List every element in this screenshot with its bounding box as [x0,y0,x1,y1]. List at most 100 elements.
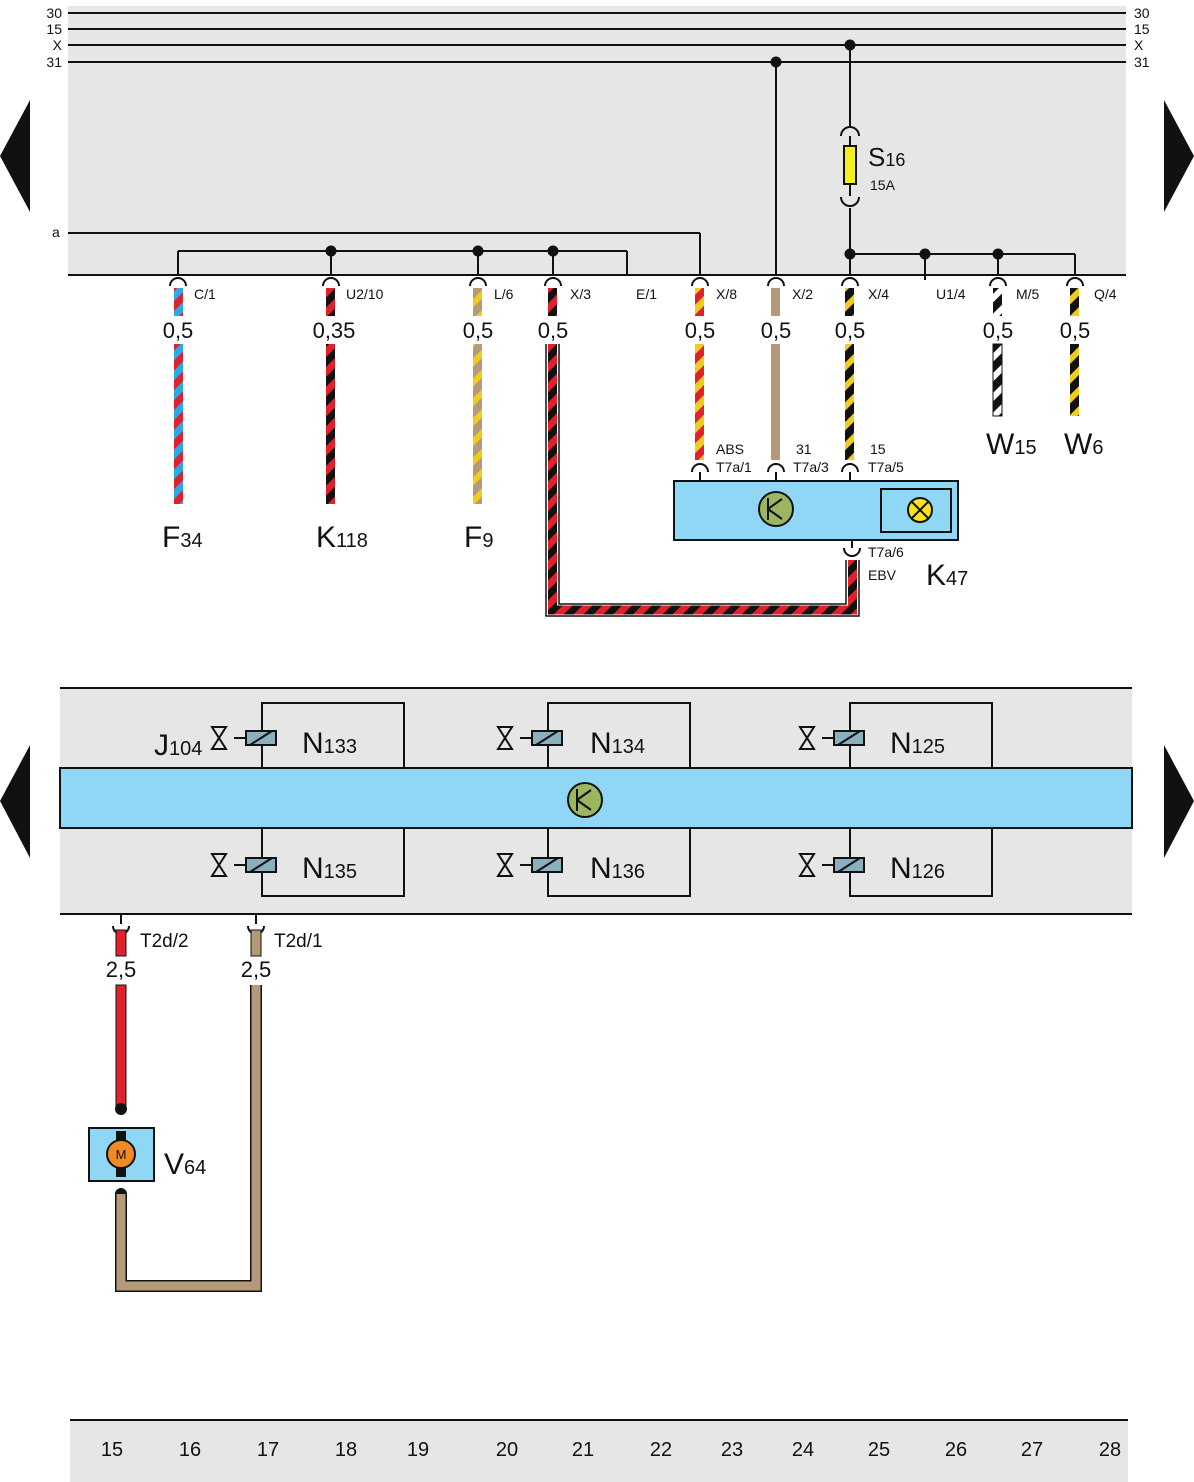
k47-pin3: T7a/3 [793,459,829,475]
track-number-28: 28 [1099,1439,1121,1461]
wire-black-yellow [845,344,854,460]
fuse-s16[interactable]: S16 15A [840,126,905,207]
track-number-22: 22 [650,1439,672,1461]
conn-c1: C/1 [194,286,216,302]
rail-label-x: X [53,37,63,53]
prev-page-arrow-lower-icon[interactable] [0,745,30,858]
component-f34: F34 [162,521,203,554]
gauge-t2d2: 2,5 [106,957,137,982]
line-a-label: a [52,224,60,240]
upper-panel [68,6,1126,276]
wire-brown [771,344,780,460]
track-number-17: 17 [257,1439,279,1461]
k47-pin1-func: ABS [716,441,744,457]
motor-symbol: M [116,1147,127,1162]
gauge-u210: 0,35 [313,318,356,343]
component-k47: K47 [926,559,968,592]
wire-black-white [992,343,1003,417]
svg-text:N135: N135 [302,852,357,885]
valve-n133[interactable]: N133 [210,702,405,769]
svg-text:N126: N126 [890,852,945,885]
wire-red [115,984,127,1110]
valve-n126[interactable]: N126 [798,827,993,897]
rail-label-30: 30 [46,5,62,21]
next-page-arrow-lower-icon[interactable] [1164,745,1194,858]
fuse-sub: 16 [885,150,905,170]
valve-n134[interactable]: N134 [496,702,691,769]
conn-m5: M/5 [1016,286,1040,302]
track-number-20: 20 [496,1439,518,1461]
pump-motor-v64[interactable]: M V64 [88,1127,206,1182]
wire-red-black-loop [548,344,857,615]
track-number-15: 15 [101,1439,123,1461]
gauge-x8: 0,5 [685,318,716,343]
rail-labels-right: 30 15 X 31 [1134,5,1150,70]
k47-pin3-func: 31 [796,441,812,457]
component-labels-upper: F34 K118 F9 W15 W6 [162,428,1103,554]
k47-warning-lamp-module[interactable]: ABS T7a/1 31 T7a/3 15 T7a/5 T7a/6 EBV K4… [673,441,968,592]
gauge-x4: 0,5 [835,318,866,343]
wire-brown-pump [116,985,261,1291]
gauge-m5: 0,5 [983,318,1014,343]
wire-red-black [326,344,335,504]
svg-text:S16: S16 [868,142,905,172]
next-page-arrow-icon[interactable] [1164,100,1194,212]
gauge-x2: 0,5 [761,318,792,343]
conn-u210: U2/10 [346,286,384,302]
rail-label-x-right: X [1134,37,1144,53]
wire-red-yellow [695,344,704,460]
electronics-icon [758,491,794,527]
gauge-q4: 0,5 [1060,318,1091,343]
fuse-name: S [868,142,885,172]
wire-brown-yellow [473,344,482,504]
component-v64: V64 [164,1148,206,1181]
conn-x4: X/4 [868,286,889,302]
rail-label-15: 15 [46,21,62,37]
track-number-27: 27 [1021,1439,1043,1461]
internal-wiring: a [52,39,1076,280]
k47-pin6: T7a/6 [868,544,904,560]
valve-n125[interactable]: N125 [798,702,993,769]
svg-text:N134: N134 [590,727,645,760]
lower-panel [59,687,1133,915]
gauge-l6: 0,5 [463,318,494,343]
track-number-23: 23 [721,1439,743,1461]
k47-pin5-func: 15 [870,441,886,457]
track-number-25: 25 [868,1439,890,1461]
wire-black-yellow-w6 [1070,344,1079,416]
component-j104: J104 [154,729,202,762]
component-w6: W6 [1064,428,1103,461]
track-number-19: 19 [407,1439,429,1461]
valve-n135[interactable]: N135 [210,827,405,897]
track-number-24: 24 [792,1439,814,1461]
svg-text:N136: N136 [590,852,645,885]
fuse-rating: 15A [870,177,896,193]
component-w15: W15 [986,428,1037,461]
k47-pin5: T7a/5 [868,459,904,475]
rail-label-15-right: 15 [1134,21,1150,37]
conn-u14: U1/4 [936,286,966,302]
valve-n136[interactable]: N136 [496,827,691,897]
motor-icon [106,1139,136,1169]
power-rails [68,12,1126,276]
prev-page-arrow-icon[interactable] [0,100,30,212]
pin-t2d1: T2d/1 [274,931,323,952]
component-k118: K118 [316,521,368,554]
pump-wiring: T2d/2 T2d/1 2,5 2,5 [106,914,323,1292]
wire-red-blue [174,344,183,504]
rail-label-31-right: 31 [1134,54,1150,70]
rail-labels-left: 30 15 X 31 [46,5,62,70]
wires-upper [174,288,1079,617]
gauge-x3: 0,5 [538,318,569,343]
track-number-26: 26 [945,1439,967,1461]
rail-label-30-right: 30 [1134,5,1150,21]
track-number-18: 18 [335,1439,357,1461]
svg-text:N133: N133 [302,727,357,760]
gauge-c1: 0,5 [163,318,194,343]
gauge-labels-upper: 0,5 0,35 0,5 0,5 0,5 0,5 0,5 0,5 0,5 [163,318,1091,343]
conn-x2: X/2 [792,286,813,302]
connector-labels: C/1 U2/10 L/6 X/3 E/1 X/8 X/2 X/4 U1/4 M… [194,286,1117,302]
pin-t2d2: T2d/2 [140,931,189,952]
